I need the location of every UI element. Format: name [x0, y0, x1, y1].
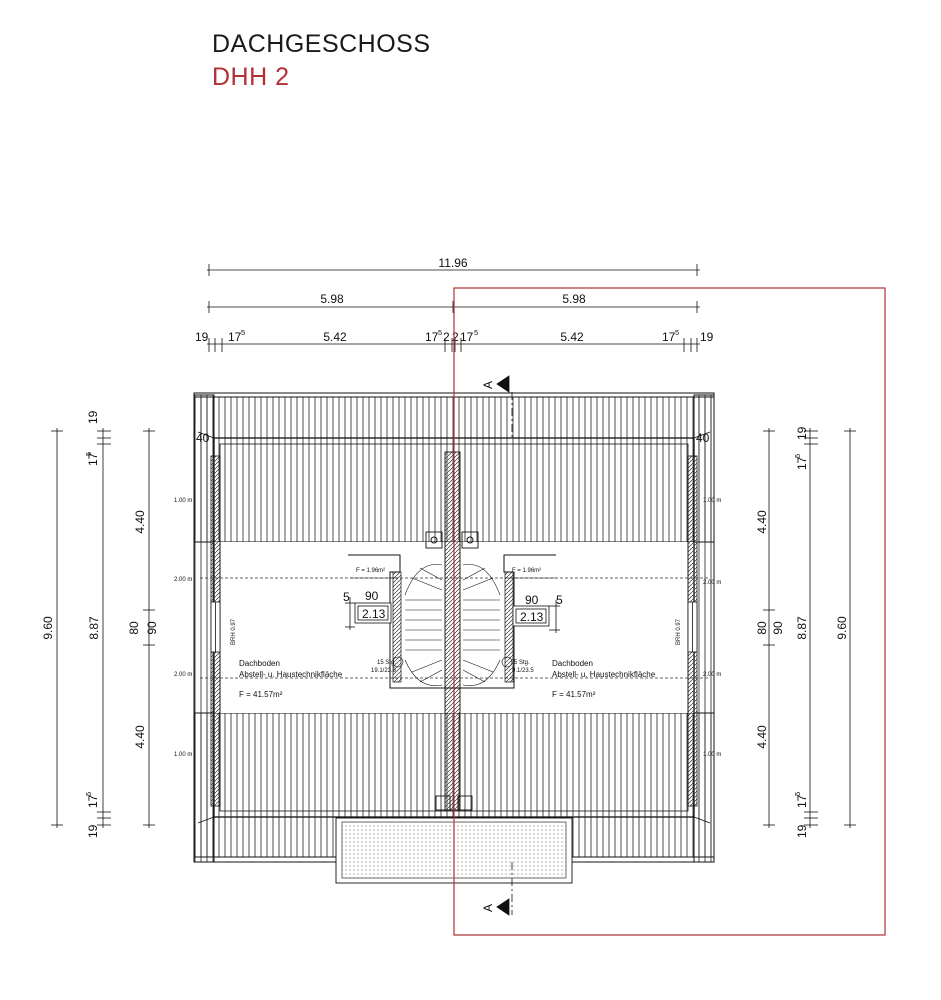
- room-area: F = 41.57m²: [552, 690, 596, 699]
- room-name: Dachboden: [552, 659, 593, 668]
- dim-seg: 2: [452, 330, 459, 344]
- dim-seg: 17: [662, 330, 676, 344]
- dim-seg: 5.42: [323, 330, 347, 344]
- dim-left-b17: 17: [86, 794, 100, 808]
- dim-left-t5: 5: [84, 452, 93, 456]
- stair-steps-label: 5 Stg.: [514, 660, 530, 666]
- dim-right-90: 90: [771, 621, 785, 635]
- dim-left-t17: 17: [86, 452, 100, 466]
- brh-right: BRH 0.97: [676, 618, 682, 645]
- roof-window-left: [345, 577, 398, 630]
- right-dimensions: [763, 428, 856, 828]
- height-line-label: 2.00 m: [174, 672, 192, 678]
- dim-seg: 19: [700, 330, 714, 344]
- dim-seg: 2: [443, 330, 450, 344]
- height-line-label: 1.00 m: [703, 498, 721, 504]
- room-use: Abstell- u. Haustechnikfläche: [552, 670, 656, 679]
- section-label-top: A: [481, 381, 495, 389]
- dim-seg: 17: [228, 330, 242, 344]
- stair-ratio-label: 19.1/23.5: [371, 668, 397, 674]
- room-area: F = 41.57m²: [239, 690, 283, 699]
- roof-window-width: 90: [525, 593, 539, 607]
- stair-treads: [392, 564, 513, 687]
- dim-seg: 5: [474, 328, 478, 337]
- dim-seg: 5: [438, 328, 442, 337]
- dim-left-upper: 4.40: [133, 510, 147, 534]
- dim-left-b5: 5: [84, 792, 93, 796]
- dim-left-t19: 19: [86, 410, 100, 424]
- dim-seg: 17: [425, 330, 439, 344]
- section-markers: [496, 375, 513, 916]
- dhh2-highlight-frame: [453, 287, 886, 936]
- roof-window-area: F = 1.96m²: [512, 568, 541, 574]
- dim-right-t5: 5: [793, 454, 802, 458]
- height-line-label: 1.00 m: [174, 498, 192, 504]
- height-line-label: 1.00 m: [703, 752, 721, 758]
- dim-total-width: 11.96: [438, 256, 467, 270]
- dim-right-80: 80: [755, 621, 769, 635]
- unit-label: DHH 2: [212, 63, 290, 91]
- roof-window-area: F = 1.96m²: [356, 568, 385, 574]
- dim-right-b5: 5: [793, 792, 802, 796]
- dim-right-total: 9.60: [835, 616, 849, 640]
- dim-seg: 5.42: [560, 330, 584, 344]
- dim-left-90: 90: [145, 621, 159, 635]
- dim-left-lower: 4.40: [133, 725, 147, 749]
- roof-window-height: 2.13: [520, 610, 544, 624]
- dim-half-left: 5.98: [320, 292, 344, 306]
- height-line-label: 2.00 m: [174, 577, 192, 583]
- page-title: DACHGESCHOSS: [212, 30, 431, 58]
- brh-left: BRH 0.97: [231, 618, 237, 645]
- section-label-bottom: A: [481, 904, 495, 912]
- height-line-label: 1.00 m: [174, 752, 192, 758]
- dim-left-b19: 19: [86, 824, 100, 838]
- room-use: Abstell- u. Haustechnikfläche: [239, 670, 343, 679]
- dim-half-right: 5.98: [562, 292, 586, 306]
- dim-right-mid: 8.87: [795, 616, 809, 640]
- dim-right-b19: 19: [795, 824, 809, 838]
- stair-ratio-label: 9.1/23.5: [512, 668, 534, 674]
- roof-window-width: 90: [365, 589, 379, 603]
- roof-window-five: 5: [556, 593, 563, 607]
- height-line-label: 2.00 m: [703, 580, 721, 586]
- dim-right-t17: 17: [795, 456, 809, 470]
- stair-core: [348, 531, 556, 811]
- side-windows: [210, 601, 698, 653]
- dim-right-upper: 4.40: [755, 510, 769, 534]
- stair-steps-label: 15 Stg.: [377, 660, 396, 666]
- room-name: Dachboden: [239, 659, 280, 668]
- dim-left-total: 9.60: [41, 616, 55, 640]
- wall-thickness-left: 40: [196, 431, 210, 445]
- dim-seg: 19: [195, 330, 209, 344]
- height-line-label: 2.00 m: [703, 672, 721, 678]
- dim-seg: 17: [460, 330, 474, 344]
- left-dimensions: [51, 428, 155, 828]
- roof-window-five: 5: [343, 590, 350, 604]
- dim-seg: 5: [675, 328, 679, 337]
- dim-seg: 5: [241, 328, 245, 337]
- dim-left-mid: 8.87: [87, 616, 101, 640]
- roof-window-right: [508, 577, 560, 633]
- wall-thickness-right: 40: [696, 431, 710, 445]
- roof-window-height: 2.13: [362, 607, 386, 621]
- dim-right-t19: 19: [795, 426, 809, 440]
- dim-right-lower: 4.40: [755, 725, 769, 749]
- dim-left-80: 80: [127, 621, 141, 635]
- dim-right-b17: 17: [795, 794, 809, 808]
